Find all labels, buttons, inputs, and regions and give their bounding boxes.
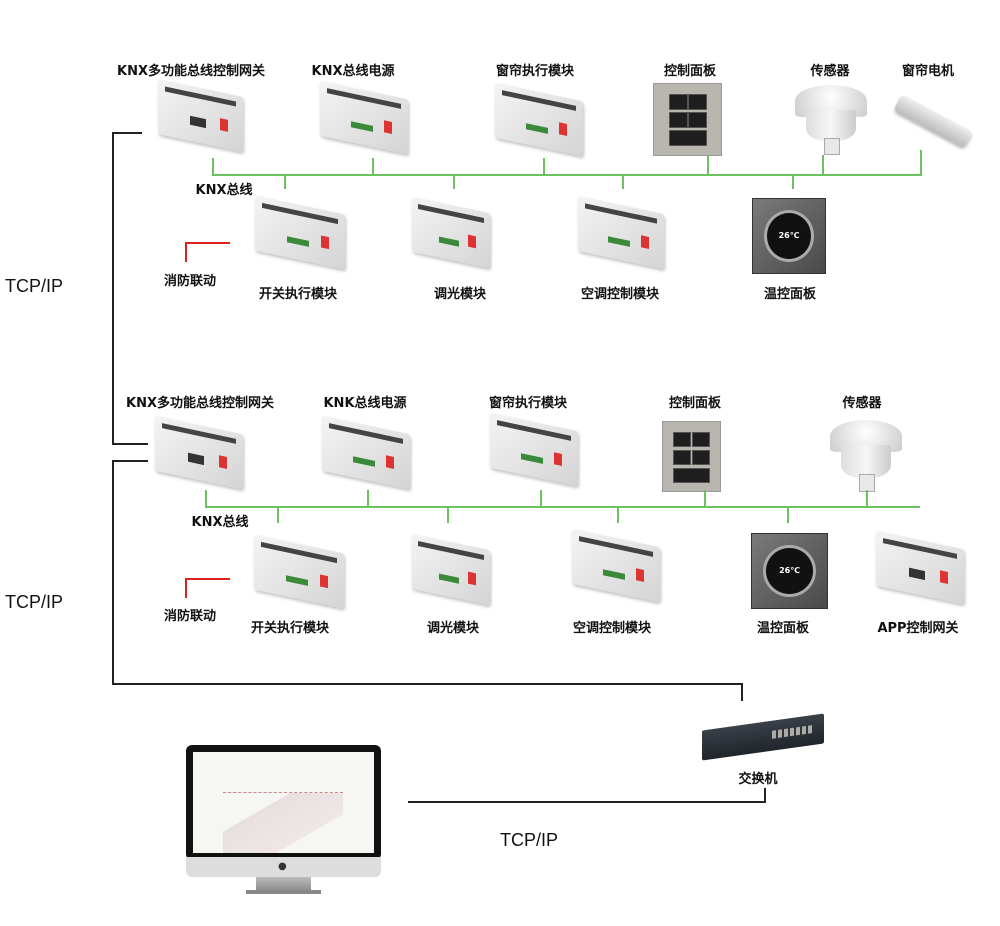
- label-control-panel: 控制面板: [668, 396, 722, 411]
- label-sensor: 传感器: [810, 64, 850, 79]
- label-thermostat: 温控面板: [756, 621, 810, 636]
- thermostat-display: 26℃: [763, 545, 816, 597]
- app-gateway-device: [876, 530, 964, 605]
- label-thermostat: 温控面板: [763, 287, 817, 302]
- fire-link-line: [185, 242, 187, 262]
- knx-bus-label: KNX总线: [195, 183, 253, 198]
- bus-drop: [453, 175, 455, 189]
- bus-drop: [540, 490, 542, 507]
- apple-logo-icon: ●: [278, 861, 287, 872]
- bus-drop: [372, 158, 374, 175]
- bus-drop: [866, 490, 868, 507]
- label-gateway: KNX多功能总线控制网关: [126, 396, 274, 411]
- thermostat-device: 26℃: [752, 198, 826, 274]
- label-switch-module: 开关执行模块: [258, 287, 338, 302]
- tcpip-line: [112, 132, 114, 445]
- control-panel-device: [653, 83, 722, 156]
- label-curtain-module: 窗帘执行模块: [495, 64, 575, 79]
- tcpip-label-1: TCP/IP: [5, 276, 64, 296]
- bus-drop: [704, 490, 706, 507]
- label-ac-module: 空调控制模块: [572, 621, 652, 636]
- fire-link-label: 消防联动: [163, 609, 217, 624]
- bus-drop: [447, 507, 449, 523]
- label-curtain-module: 窗帘执行模块: [488, 396, 568, 411]
- ac-module-device: [572, 528, 660, 603]
- sensor-device: [795, 85, 867, 155]
- tcpip-line: [112, 443, 148, 445]
- label-power: KNK总线电源: [323, 396, 407, 411]
- dimmer-module-device: [412, 533, 490, 606]
- bus-drop: [787, 507, 789, 523]
- bus-drop: [277, 507, 279, 523]
- label-switch-module: 开关执行模块: [250, 621, 330, 636]
- control-panel-device: [662, 421, 721, 492]
- bus-drop: [822, 155, 824, 175]
- knx-bus: [212, 174, 922, 176]
- label-sensor: 传感器: [842, 396, 882, 411]
- ac-module-device: [578, 195, 664, 270]
- fire-link-line: [185, 578, 230, 580]
- thermostat-device: 26℃: [751, 533, 828, 609]
- tcpip-line: [112, 132, 142, 134]
- label-control-panel: 控制面板: [663, 64, 717, 79]
- switch-module-device: [255, 195, 345, 270]
- fire-link-line: [185, 242, 230, 244]
- switch-module-device: [254, 534, 344, 609]
- label-dimmer-module: 调光模块: [433, 287, 487, 302]
- curtain-module-device: [490, 412, 578, 487]
- bus-drop: [622, 175, 624, 189]
- fire-link-label: 消防联动: [163, 274, 217, 289]
- label-gateway: KNX多功能总线控制网关: [117, 64, 265, 79]
- bus-drop: [920, 150, 922, 175]
- bus-drop: [792, 175, 794, 189]
- network-switch-device: [702, 713, 824, 761]
- tcpip-line: [112, 460, 148, 462]
- tcpip-line: [408, 801, 765, 803]
- curtain-motor-device: [893, 94, 973, 148]
- label-ac-module: 空调控制模块: [580, 287, 660, 302]
- bus-drop: [707, 155, 709, 175]
- label-dimmer-module: 调光模块: [426, 621, 480, 636]
- dimmer-module-device: [412, 196, 490, 269]
- label-app-gateway: APP控制网关: [877, 621, 959, 636]
- knx-bus-label: KNX总线: [191, 515, 249, 530]
- tcpip-line: [112, 683, 743, 685]
- knx-bus: [205, 506, 920, 508]
- tcpip-line: [741, 683, 743, 701]
- fire-link-line: [185, 578, 187, 598]
- power-supply-device: [322, 415, 410, 490]
- label-power: KNX总线电源: [311, 64, 395, 79]
- curtain-module-device: [495, 82, 583, 157]
- bus-drop: [617, 507, 619, 523]
- gateway-device: [158, 78, 243, 153]
- bus-drop: [212, 158, 214, 175]
- tcpip-label-2: TCP/IP: [5, 592, 64, 612]
- bus-drop: [284, 175, 286, 189]
- power-supply-device: [320, 80, 408, 155]
- tcpip-line: [112, 460, 114, 685]
- tcpip-label-3: TCP/IP: [500, 830, 559, 850]
- bus-drop: [205, 490, 207, 507]
- sensor-device: [830, 420, 902, 492]
- thermostat-display: 26℃: [763, 210, 815, 262]
- bus-drop: [367, 490, 369, 507]
- tcpip-line: [764, 788, 766, 803]
- gateway-device: [155, 415, 243, 490]
- bus-drop: [543, 158, 545, 175]
- label-network-switch: 交换机: [738, 772, 778, 787]
- label-curtain-motor: 窗帘电机: [901, 64, 955, 79]
